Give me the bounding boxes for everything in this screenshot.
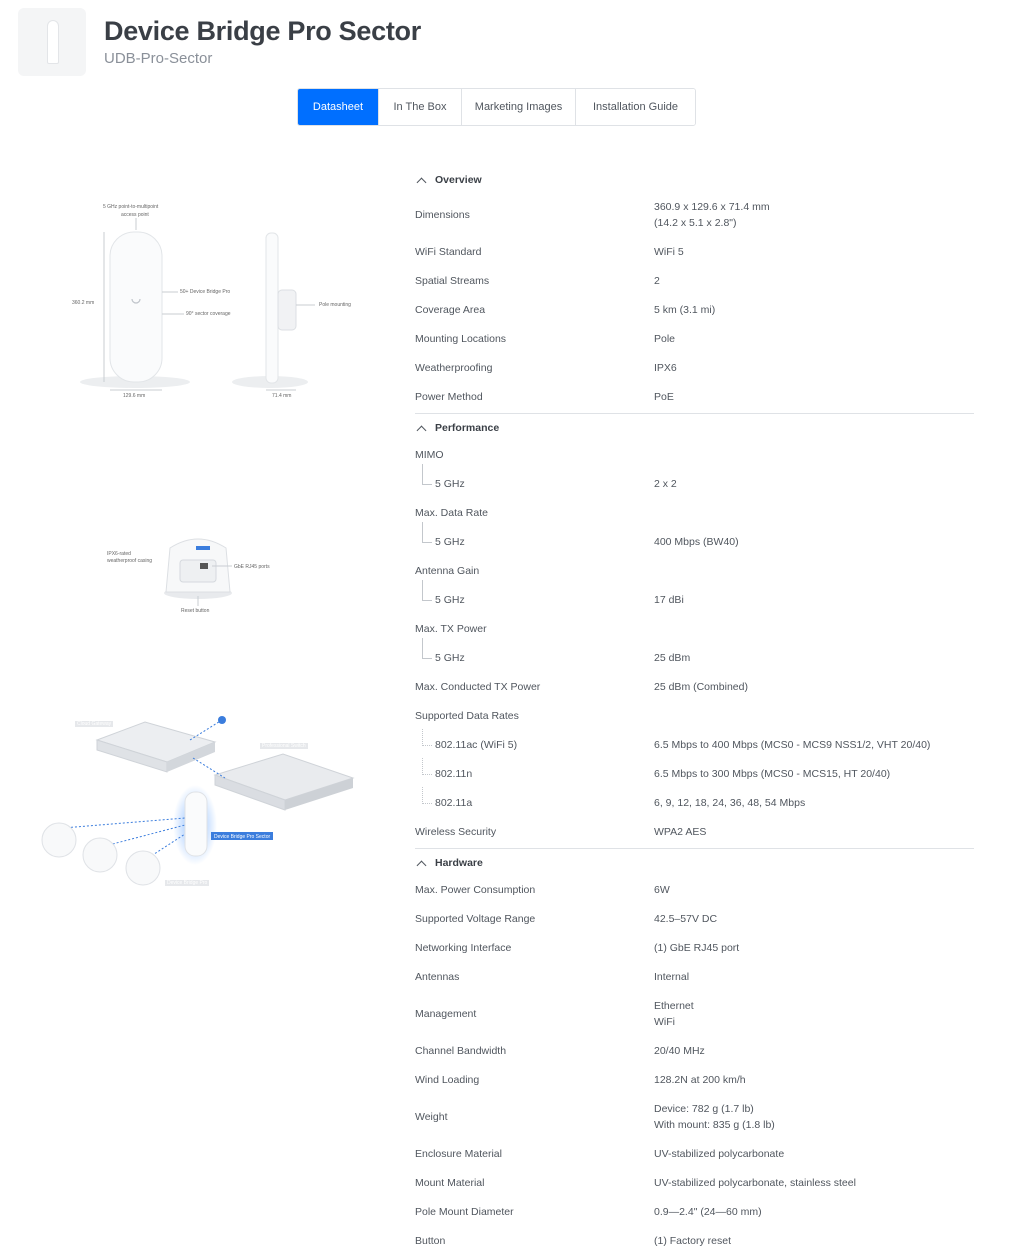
tab-in-the-box[interactable]: In The Box	[378, 89, 461, 125]
product-title: Device Bridge Pro Sector	[104, 16, 421, 46]
chevron-up-icon	[416, 860, 427, 870]
product-header: Device Bridge Pro Sector UDB-Pro-Sector	[18, 8, 421, 76]
section-overview-header[interactable]: Overview	[415, 168, 974, 192]
section-performance-header[interactable]: Performance	[415, 416, 974, 440]
tab-datasheet[interactable]: Datasheet	[298, 89, 378, 125]
network-illustration: Cloud Gateway Professional Switch Device…	[35, 710, 365, 895]
section-hardware-header[interactable]: Hardware	[415, 851, 974, 875]
tab-marketing-images[interactable]: Marketing Images	[461, 89, 575, 125]
spec-row: Button(1) Factory reset	[415, 1234, 732, 1247]
product-model: UDB-Pro-Sector	[104, 50, 213, 67]
chevron-up-icon	[416, 425, 427, 435]
datasheet-specs: Overview Dimensions 360.9 x 129.6 x 71.4…	[415, 168, 974, 1255]
chevron-up-icon	[416, 177, 427, 187]
spec-subrow: 802.11ac (WiFi 5)6.5 Mbps to 400 Mbps (M…	[415, 728, 974, 759]
ports-illustration: IPX6-rated weatherproof casing GbE RJ45 …	[100, 530, 300, 620]
spec-row: Networking Interface(1) GbE RJ45 port	[415, 941, 740, 954]
dimensions-illustration: 5 GHz point-to-multipoint access point 3…	[72, 204, 351, 399]
spec-row: Supported Data Rates	[415, 709, 519, 722]
tab-bar: Datasheet In The Box Marketing Images In…	[297, 88, 696, 126]
section-divider	[415, 413, 974, 414]
section-divider	[415, 848, 974, 849]
spec-row: Weight Device: 782 g (1.7 lb)With mount:…	[415, 1102, 775, 1131]
spec-row: Max. Data Rate	[415, 506, 488, 519]
spec-row: Antenna Gain	[415, 564, 480, 577]
spec-row: Dimensions 360.9 x 129.6 x 71.4 mm(14.2 …	[415, 200, 770, 229]
tab-installation-guide[interactable]: Installation Guide	[575, 89, 695, 125]
spec-row: Max. TX Power	[415, 622, 487, 635]
product-thumbnail	[18, 8, 86, 76]
spec-row: MIMO	[415, 448, 444, 461]
